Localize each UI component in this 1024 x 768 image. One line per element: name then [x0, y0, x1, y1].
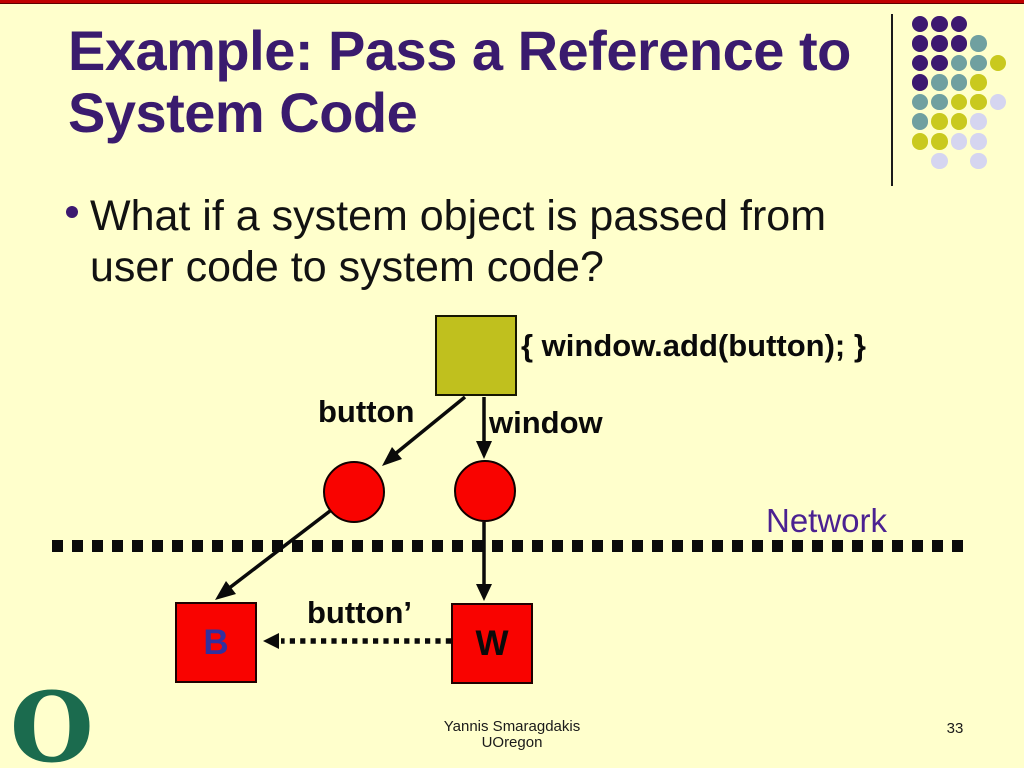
decor-dot [911, 15, 928, 32]
decor-dot [911, 35, 928, 52]
decor-dot [931, 113, 948, 130]
decor-dot [989, 54, 1007, 72]
b-arrow-line [226, 509, 332, 591]
footer-affiliation: UOregon [481, 734, 543, 751]
window-arrowhead [476, 441, 492, 459]
b-box: B [175, 602, 257, 683]
page-number: 33 [946, 720, 964, 737]
decor-dot [931, 74, 948, 91]
decor-dot [970, 35, 987, 52]
decor-dot [950, 74, 968, 91]
uoregon-logo: O [10, 671, 94, 768]
decor-dot [911, 133, 928, 150]
decor-dot [931, 133, 948, 150]
footer-author: Yannis Smaragdakis [443, 718, 581, 735]
top-border-strip [0, 0, 1024, 4]
code-snippet: { window.add(button); } [521, 328, 866, 363]
decor-dot [970, 93, 987, 111]
b-arrowhead [215, 581, 236, 600]
decor-dot [911, 93, 928, 111]
decor-dot [970, 74, 987, 91]
decor-dot [931, 93, 948, 111]
decor-dot [950, 133, 968, 150]
slide-title: Example: Pass a Reference to System Code [68, 19, 851, 144]
button-arrowhead [382, 447, 402, 466]
decor-dot [970, 152, 987, 170]
decor-vertical-rule [891, 14, 893, 186]
network-label: Network [766, 502, 888, 539]
footer: Yannis Smaragdakis UOregon [312, 719, 712, 751]
decor-dot [911, 74, 928, 91]
window-label: window [489, 405, 603, 440]
button-prime-arrowhead [263, 633, 279, 649]
button-object-circle [323, 461, 385, 523]
decor-dot [911, 54, 928, 72]
button-prime-label: button’ [307, 595, 413, 630]
decor-dot [931, 35, 948, 52]
decor-dot [970, 113, 987, 130]
user-code-box [435, 315, 517, 396]
decor-dot [970, 54, 987, 72]
w-box: W [451, 603, 533, 684]
window-object-circle [454, 460, 516, 522]
decor-dot [989, 93, 1007, 111]
decor-dot [931, 54, 948, 72]
dot-pattern [910, 14, 1008, 171]
decor-dot [950, 113, 968, 130]
decor-dot [950, 35, 968, 52]
decor-dot [950, 54, 968, 72]
decor-dot [931, 15, 948, 32]
decor-dot [911, 113, 928, 130]
w-arrowhead [476, 584, 492, 601]
decor-dot [950, 15, 968, 32]
bullet-icon [66, 206, 78, 218]
decor-dot [970, 133, 987, 150]
decor-dot [950, 93, 968, 111]
bullet-text: What if a system object is passed from u… [90, 192, 827, 291]
button-label: button [318, 394, 415, 429]
decor-dot [931, 152, 948, 170]
